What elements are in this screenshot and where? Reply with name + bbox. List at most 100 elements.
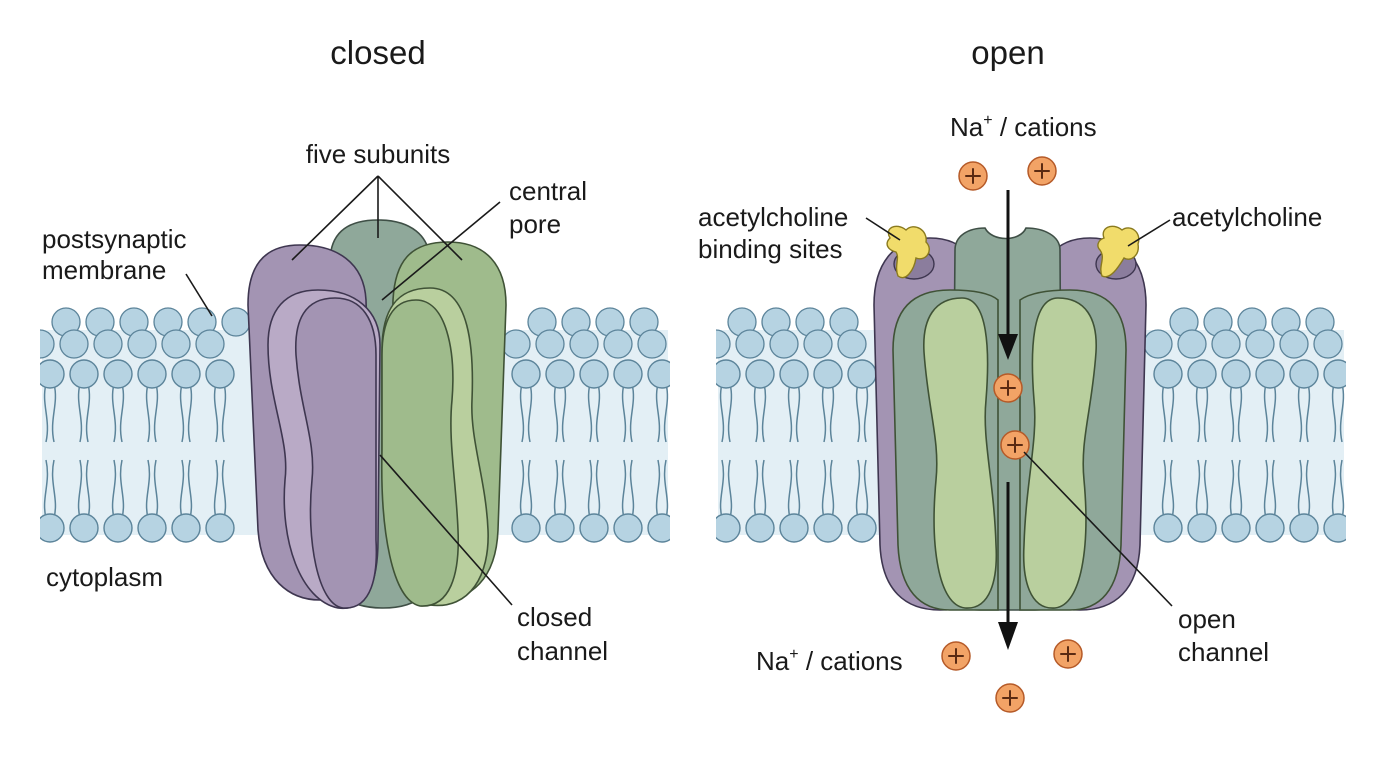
lipid-tail [587,383,593,443]
lipid-tail [655,459,661,519]
lipid-head [511,359,541,389]
lipid-tail [761,383,767,443]
cations-bottom-label: Na+ / cations [756,646,903,676]
lipid-tail [629,383,635,443]
lipid-tail [761,459,767,519]
lipid-head-back [1313,329,1343,359]
lipid-head [847,359,877,389]
lipid-tail [863,383,869,443]
lipid-tail [663,459,669,519]
lipid-head [1323,359,1346,389]
binding-sites-label: acetylcholine [698,202,848,232]
lipid-tail [119,459,125,519]
lipid-head [613,359,643,389]
lipid-tail [727,383,733,443]
lipid-head [511,513,541,543]
lipid-head [1255,513,1285,543]
lipid-tail [51,459,57,519]
central-pore-leader [381,201,501,301]
lipid-head [716,513,741,543]
lipid-tail [111,459,117,519]
binding-sites-label-2: binding sites [698,234,843,264]
acetylcholine-leader [1127,219,1171,247]
lipid-tail [51,383,57,443]
lipid-tail [1305,383,1311,443]
lipid-head-back [535,329,565,359]
lipid-tail [553,459,559,519]
lipid-head-back [161,329,191,359]
lipid-head [103,359,133,389]
five-subunits-label: five subunits [306,139,451,169]
lipid-head [647,513,670,543]
lipid-tail [587,459,593,519]
lipid-tail [655,383,661,443]
plus-circle-icon [1000,430,1030,460]
lipid-head-back [221,307,251,337]
lipid-tail [855,459,861,519]
lipid-tail [727,459,733,519]
plus-circle-icon [941,641,971,671]
lipid-tail [1305,459,1311,519]
lipid-bilayer [40,307,670,543]
closed-channel-protein [247,219,507,610]
lipid-tail [1169,459,1175,519]
lipid-tail [213,383,219,443]
lipid-tail [1271,383,1277,443]
lipid-head [205,513,235,543]
lipid-head [847,513,877,543]
lipid-tail [519,383,525,443]
lipid-tail [1331,383,1337,443]
lipid-head [716,359,741,389]
lipid-tail [629,459,635,519]
lipid-head [137,513,167,543]
lipid-tail [1263,383,1269,443]
lipid-head [171,513,201,543]
lipid-head-back [735,329,765,359]
lipid-head [613,513,643,543]
down-arrow-icon-lower [998,482,1018,650]
lipid-tail [1263,459,1269,519]
lipid-head [171,359,201,389]
closed-title: closed [330,34,425,71]
lipid-head [779,513,809,543]
lipid-head-back [501,329,531,359]
closed-panel: closed five subunits central pore postsy… [40,34,670,666]
lipid-tail [561,383,567,443]
lipid-head [1153,359,1183,389]
open-channel-leader [1023,451,1173,607]
lipid-tail [1229,383,1235,443]
lipid-tail [787,383,793,443]
lipid-head [1221,513,1251,543]
lipid-head [579,513,609,543]
lipid-tail [85,459,91,519]
lipid-head-back [569,329,599,359]
central-pore-label-2: pore [509,209,561,239]
lipid-head-back [769,329,799,359]
lipid-head [813,513,843,543]
open-subunit-right-front [1022,297,1097,609]
lipid-tail [1195,459,1201,519]
central-pore-label: central [509,176,587,206]
lipid-tail [527,459,533,519]
plus-circle-icon [995,683,1025,713]
lipid-head [1289,513,1319,543]
lipid-tail [1203,383,1209,443]
lipid-head [1323,513,1346,543]
subunit-right-front [380,299,460,607]
lipid-head [779,359,809,389]
lipid-tail [855,383,861,443]
lipid-head [745,359,775,389]
lipid-head-back [1211,329,1241,359]
lipid-tail [1339,459,1345,519]
closed-channel-label: closed [517,602,592,632]
lipid-head-back [1177,329,1207,359]
lipid-tail [145,383,151,443]
lipid-tail [1339,383,1345,443]
lipid-tail [753,383,759,443]
lipid-tail [1161,459,1167,519]
lipid-head-back [803,329,833,359]
lipid-tail [621,383,627,443]
subunit-left-front [294,297,378,609]
lipid-head-back [716,329,731,359]
lipid-tail [1237,459,1243,519]
